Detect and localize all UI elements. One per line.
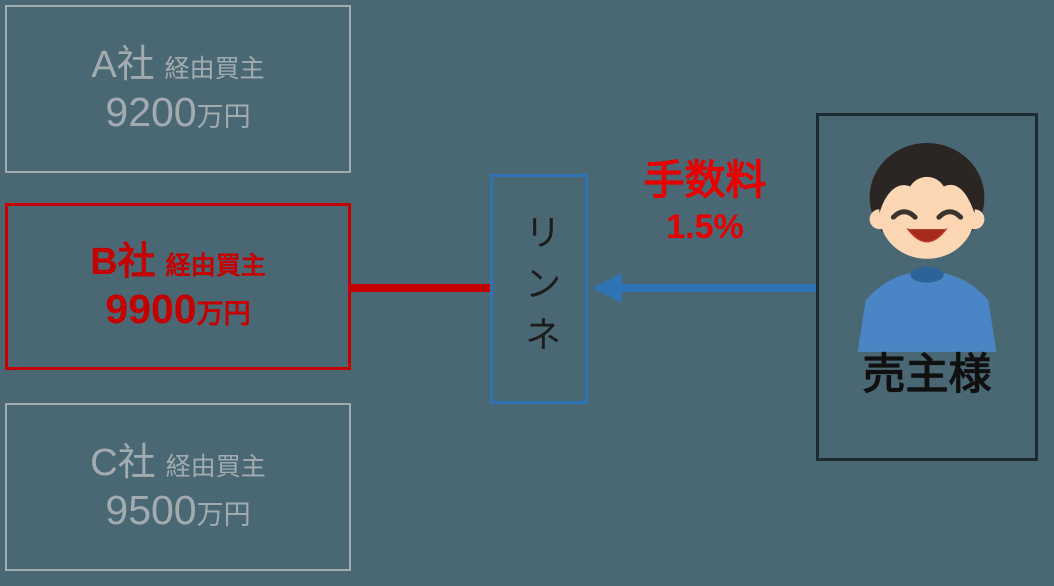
company-c-price-unit: 万円 xyxy=(196,499,251,530)
company-a-price-line: 9200万円 xyxy=(105,88,251,135)
company-c-name: C社 xyxy=(90,441,156,484)
company-b-name: B社 xyxy=(90,241,156,283)
company-b-price-line: 9900万円 xyxy=(105,289,250,330)
company-b-box: B社経由買主 9900万円 xyxy=(5,203,351,370)
selected-buyer-connector-line xyxy=(351,284,490,292)
company-c-price: 9500 xyxy=(105,486,197,533)
company-c-role: 経由買主 xyxy=(165,452,266,481)
fee-title: 手数料 xyxy=(643,157,767,203)
fee-arrow-head xyxy=(592,273,622,303)
seller-box: 売主様 xyxy=(816,113,1038,461)
person-eye-left xyxy=(890,209,918,220)
person-eye-right xyxy=(936,209,964,220)
person-shirt xyxy=(857,270,997,352)
company-a-name: A社 xyxy=(91,43,155,86)
seller-person-icon xyxy=(857,142,997,352)
fee-rate: 1.5% xyxy=(666,208,744,247)
company-c-title: C社経由買主 xyxy=(90,444,265,482)
person-mouth-inner xyxy=(909,229,945,241)
fee-arrow-shaft xyxy=(620,284,818,292)
company-a-role: 経由買主 xyxy=(164,54,265,83)
person-face xyxy=(879,171,975,259)
company-c-box: C社経由買主 9500万円 xyxy=(5,403,351,571)
fee-label-group: 手数料 1.5% xyxy=(598,157,812,247)
broker-label: リンネ xyxy=(519,212,560,366)
person-collar xyxy=(910,266,944,283)
company-a-price: 9200 xyxy=(105,88,197,135)
person-hair-front xyxy=(879,147,975,214)
company-b-title: B社経由買主 xyxy=(90,243,265,281)
company-b-price-unit: 万円 xyxy=(196,299,251,329)
company-b-price: 9900 xyxy=(105,286,197,332)
company-a-box: A社経由買主 9200万円 xyxy=(5,5,351,173)
broker-box: リンネ xyxy=(490,174,588,404)
fee-arrow xyxy=(592,273,818,303)
seller-label: 売主様 xyxy=(862,351,992,399)
company-a-title: A社経由買主 xyxy=(91,46,264,84)
company-c-price-line: 9500万円 xyxy=(105,486,251,533)
company-a-price-unit: 万円 xyxy=(196,101,251,132)
company-b-role: 経由買主 xyxy=(165,252,266,280)
